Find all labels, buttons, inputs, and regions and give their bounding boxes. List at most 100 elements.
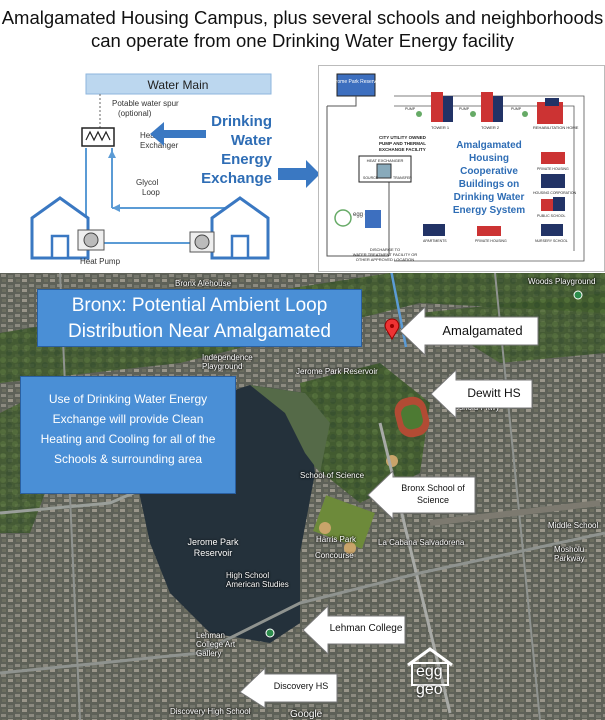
dwee-label-1: Drinking <box>211 113 272 130</box>
schematic-logo: egg geo <box>353 212 375 218</box>
road-5 <box>494 273 541 720</box>
map-label-independence: Independence Playground <box>202 353 253 371</box>
tower-1-icon <box>431 92 453 122</box>
discharge-label-3: OTHER APPROVED LOCATION <box>356 257 414 262</box>
schematic-panel: Jerome Park Reservoir CITY UTILITY OWNED… <box>318 65 605 272</box>
map-label-bronx-alehouse: Bronx Alehouse <box>175 279 232 288</box>
bronx-science-label: Bronx School of Science <box>392 482 474 506</box>
private1-label: PRIVATE HOUSING <box>537 167 569 171</box>
amalg-label-1: Amalgamated <box>456 140 522 151</box>
dwee-concept-diagram: Water Main Potable water spur (optional)… <box>0 68 328 273</box>
optional-label: (optional) <box>118 109 152 118</box>
dewitt-arrow <box>430 368 533 420</box>
ballfield-2 <box>344 542 356 554</box>
dwee-label-2: Water <box>231 132 272 149</box>
map-pin-icon[interactable] <box>384 318 400 340</box>
map-label-lehman-art: Lehman College Art Gallery <box>196 631 236 658</box>
glycol-label-2: Loop <box>142 188 160 197</box>
amalg-label-6: Energy System <box>453 205 525 216</box>
track-field <box>401 404 423 430</box>
callout-arrows <box>239 305 539 709</box>
dwee-label-4: Exchange <box>201 170 272 187</box>
rail-yard <box>429 500 601 526</box>
public-school-label: PUBLIC SCHOOL <box>537 214 565 218</box>
dewitt-label: Dewitt HS <box>467 386 521 400</box>
heat-pump-label: Heat Pump <box>80 257 121 266</box>
water-main-bar <box>85 73 272 95</box>
connection-line <box>390 273 408 348</box>
map-label-middle-school: Middle School <box>548 521 599 530</box>
bronx-science-arrow <box>367 469 476 521</box>
park-green <box>300 363 430 503</box>
amalg-label-4: Buildings on <box>459 179 520 190</box>
woods-pin-icon[interactable] <box>573 290 583 300</box>
nursery-icon <box>541 224 563 236</box>
tower-2-icon <box>481 92 503 122</box>
house-right-door <box>230 234 250 260</box>
facility-label-1: CITY UTILITY OWNED <box>379 135 427 140</box>
info-callout: Use of Drinking Water Energy Exchange wi… <box>20 376 236 494</box>
pipe-left <box>326 106 389 257</box>
reservoir-label-1: Jerome Park <box>187 537 239 547</box>
nursery-label: NURSERY SCHOOL <box>535 239 568 243</box>
discovery-arrow <box>239 666 338 709</box>
info-line-1: Use of Drinking Water Energy <box>48 392 208 406</box>
heat-pump-right-fan <box>194 234 210 250</box>
map-label-mosholu: Mosholu Parkway <box>554 545 585 563</box>
discovery-label: Discovery HS <box>273 681 329 691</box>
public-school-icon-a <box>541 199 553 211</box>
private-housing-1-icon <box>541 152 565 164</box>
public-school-icon-b <box>553 197 565 211</box>
heat-exchanger-label-2: Exchanger <box>140 141 179 150</box>
lehman-pin-icon[interactable] <box>265 628 275 638</box>
to-schematic-arrow <box>278 160 320 188</box>
hx-icon <box>376 163 392 179</box>
housing-corp-icon <box>541 174 565 188</box>
road-3 <box>0 531 605 675</box>
map-label-jerome-park-res: Jerome Park Reservoir <box>296 367 378 376</box>
banner-line-2: Distribution Near Amalgamated <box>68 321 331 342</box>
apartments-label: APARTMENTS <box>423 239 447 243</box>
discharge-label-1: DISCHARGE TO <box>370 247 400 252</box>
road-2 <box>378 422 452 714</box>
concept-svg: Water Main Potable water spur (optional)… <box>30 73 320 266</box>
map-label-discovery-high: Discovery High School <box>170 707 251 716</box>
info-line-2: Exchange will provide Clean <box>52 412 204 426</box>
map-label-concourse: Concourse <box>315 551 354 560</box>
pipe-inner-loop <box>394 105 575 251</box>
pump-icon-3 <box>522 111 528 117</box>
amalgamated-arrow <box>399 305 539 357</box>
bronx-science-label-2: Science <box>416 495 450 505</box>
rehab-label: REHABILITATION HOME <box>533 125 579 130</box>
arrow-left <box>112 204 120 212</box>
amalg-label-3: Cooperative <box>460 166 518 177</box>
pump-icon-1 <box>416 111 422 117</box>
title-line-1: Amalgamated Housing Campus, plus several… <box>1 7 604 28</box>
heat-exchanger-label-1: Heat <box>140 131 158 140</box>
facility-label-3: EXCHANGE FACILITY <box>379 147 426 152</box>
facility-label-2: PUMP AND THERMAL <box>379 141 426 146</box>
harris-park-field <box>313 495 375 549</box>
bronx-science-label-1: Bronx School of <box>401 483 465 493</box>
egg-geo-logo: egg geo <box>400 645 470 698</box>
banner-line-1: Bronx: Potential Ambient Loop <box>71 295 328 316</box>
dwee-arrow-body <box>164 130 206 138</box>
info-line-3: Heating and Cooling for all of the <box>40 432 216 446</box>
pump-label-1: PUMP <box>405 107 416 111</box>
map-label-woods: Woods Playground <box>528 277 596 286</box>
heat-pump-left-fan <box>83 232 99 248</box>
pump-label-2: PUMP <box>459 107 470 111</box>
info-line-4: Schools & surrounding area <box>53 452 203 466</box>
private2-label: PRIVATE HOUSING <box>475 239 507 243</box>
reservoir-block <box>336 73 376 97</box>
transfer-label: TRANSFER <box>393 176 412 180</box>
logo-house-icon <box>407 647 453 686</box>
house-left-door <box>50 234 70 260</box>
arrow-up <box>108 150 116 158</box>
bronx-satellite-map[interactable]: Bronx Alehouse Independence Playground J… <box>0 273 605 720</box>
tower1-label: TOWER 1 <box>431 125 450 130</box>
hx-label: HEAT EXCHANGER <box>367 158 404 163</box>
pump-icon-2 <box>470 111 476 117</box>
reservoir-label: Jerome Park Reservoir <box>330 79 381 85</box>
tower2-label: TOWER 2 <box>481 125 500 130</box>
